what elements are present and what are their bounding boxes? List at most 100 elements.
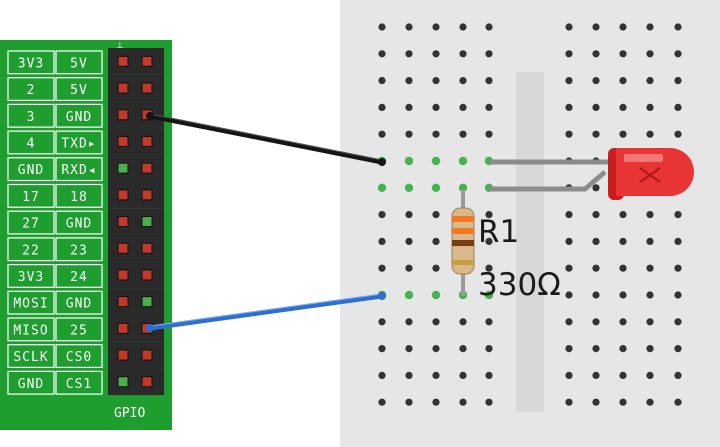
breadboard-hole — [592, 264, 600, 272]
breadboard-hole — [485, 23, 493, 31]
breadboard-hole — [674, 398, 682, 406]
breadboard-hole — [674, 77, 682, 85]
pin-label: MOSI — [13, 297, 48, 312]
breadboard-hole — [592, 50, 600, 58]
breadboard-hole — [565, 23, 573, 31]
gpio-pin — [117, 216, 129, 228]
breadboard-hole — [592, 77, 600, 85]
breadboard-hole — [674, 211, 682, 219]
pin-label-box — [7, 77, 55, 101]
pin-header-row — [108, 154, 164, 182]
breadboard-hole — [405, 371, 413, 379]
pin-header-row — [108, 128, 164, 155]
gpio-pin — [141, 349, 153, 361]
breadboard-hole — [592, 184, 600, 192]
pin-label-box — [7, 370, 55, 395]
pin-label-box — [7, 290, 55, 315]
breadboard-hole — [674, 318, 682, 326]
breadboard-hole — [432, 398, 440, 406]
pin-label-box — [7, 103, 55, 128]
breadboard-hole — [432, 50, 440, 58]
resistor-band-2 — [452, 228, 474, 234]
breadboard-hole — [646, 318, 654, 326]
breadboard-hole — [619, 103, 627, 111]
breadboard-hole — [674, 103, 682, 111]
breadboard-hole — [646, 211, 654, 219]
pin-label-box — [55, 103, 103, 128]
breadboard-hole — [674, 291, 682, 299]
pin-header-row — [108, 74, 164, 102]
pin-label: 3V3 — [18, 56, 44, 71]
breadboard-hole — [404, 183, 414, 192]
pin-label: TXD▸ — [61, 136, 96, 151]
gpio-pin — [117, 242, 129, 254]
breadboard-hole — [432, 318, 440, 326]
blue-wire-end-pi — [146, 324, 154, 332]
black-wire-end-board — [378, 158, 386, 166]
breadboard-hole — [378, 23, 386, 31]
pin-label-box — [55, 50, 103, 75]
pin-label-box — [7, 264, 55, 288]
breadboard-hole — [485, 103, 493, 111]
breadboard-hole — [619, 345, 627, 353]
breadboard-hole — [432, 345, 440, 353]
gpio-pin — [141, 216, 153, 228]
breadboard-hole — [592, 130, 600, 138]
breadboard-hole — [619, 77, 627, 85]
pin-label: GND — [66, 297, 92, 312]
breadboard-hole — [592, 291, 600, 299]
breadboard-hole — [459, 50, 467, 58]
gpio-pin — [141, 135, 153, 147]
pin-label-box — [7, 317, 55, 342]
breadboard-hole — [405, 211, 413, 219]
blue-jumper-wire — [147, 293, 385, 331]
breadboard-hole — [405, 23, 413, 31]
pin-label-box — [55, 290, 103, 315]
breadboard-hole — [405, 318, 413, 326]
breadboard-hole — [646, 291, 654, 299]
breadboard-hole — [619, 291, 627, 299]
pin-label: 5V — [70, 83, 88, 98]
pin-label: 4 — [27, 136, 36, 151]
breadboard-hole — [378, 398, 386, 406]
breadboard-hole — [431, 290, 441, 300]
breadboard-hole — [619, 371, 627, 379]
breadboard-hole — [565, 371, 573, 379]
breadboard-hole — [592, 211, 600, 219]
breadboard-hole — [432, 130, 440, 138]
pin-label: GND — [18, 163, 44, 178]
breadboard-hole — [459, 103, 467, 111]
breadboard-hole — [458, 156, 468, 166]
breadboard-hole — [432, 371, 440, 379]
breadboard-hole — [565, 77, 573, 85]
breadboard-hole — [485, 237, 493, 245]
breadboard-hole — [565, 345, 573, 353]
pin-label: 2 — [27, 83, 36, 98]
breadboard-hole — [405, 345, 413, 353]
breadboard-hole — [431, 156, 441, 166]
breadboard-hole — [646, 50, 654, 58]
resistor-band-4 — [452, 260, 474, 265]
breadboard-hole — [674, 130, 682, 138]
gpio-pin — [117, 349, 129, 361]
breadboard-hole — [378, 345, 386, 353]
breadboard-hole — [405, 77, 413, 85]
breadboard-hole — [458, 183, 468, 192]
resistor-value-label: 330Ω — [478, 267, 561, 303]
pin-header-row — [108, 368, 164, 396]
gpio-pin — [117, 189, 129, 201]
pin-label-box — [7, 50, 55, 75]
breadboard-hole — [674, 264, 682, 272]
breadboard-hole — [378, 130, 386, 138]
breadboard-hole — [674, 371, 682, 379]
pin-label-box — [7, 344, 55, 369]
pin-header-row — [108, 181, 164, 209]
gpio-pin — [117, 82, 129, 94]
breadboard-hole — [405, 237, 413, 245]
breadboard-hole — [432, 77, 440, 85]
gpio-pin — [141, 296, 153, 308]
breadboard-hole — [378, 264, 386, 272]
breadboard-hole — [592, 23, 600, 31]
breadboard-hole — [431, 183, 441, 192]
pin-label-box — [55, 210, 103, 235]
